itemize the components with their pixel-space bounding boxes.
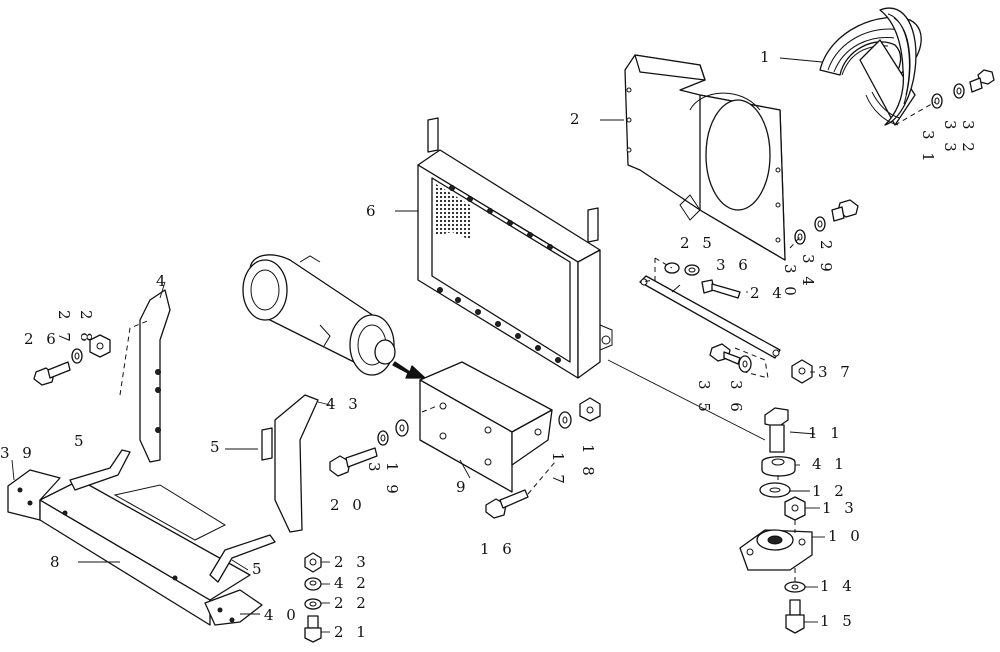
brace-rod: [639, 275, 781, 359]
washer-31: [931, 93, 943, 109]
callout-2: 2: [570, 110, 584, 128]
callout-8: 8: [50, 553, 64, 571]
callout-24: 2 4: [750, 284, 786, 302]
callout-18: 1 8: [579, 444, 597, 480]
callout-42: 4 2: [334, 574, 370, 592]
callout-32: 3 2: [959, 120, 977, 156]
washer-33: [953, 83, 965, 99]
callout-11: 1 1: [808, 424, 844, 442]
washer-36a: [684, 264, 700, 276]
callout-1: 1: [760, 48, 774, 66]
callout-35: 3 5: [695, 380, 713, 416]
callout-22: 2 2: [334, 594, 370, 612]
washer-42: [304, 577, 322, 591]
callout-31: 3 1: [919, 130, 937, 166]
bracket-4: [119, 289, 171, 463]
strap-5b: [209, 534, 276, 583]
shroud-part: [624, 54, 786, 261]
strap-5a: [69, 449, 131, 491]
callout-36b: 3 6: [727, 380, 745, 416]
callout-14: 1 4: [820, 577, 856, 595]
callout-34: 3 4: [799, 254, 817, 290]
washer-17: [558, 411, 572, 429]
nut-18: [579, 397, 601, 422]
callout-40: 4 0: [264, 606, 300, 624]
callout-5c: 5: [252, 560, 266, 578]
nut-37: [791, 359, 813, 384]
callout-12: 1 2: [812, 482, 848, 500]
nut-23: [304, 552, 322, 573]
bolt-32: [969, 69, 995, 93]
bolt-26: [33, 361, 71, 386]
washer-30: [794, 229, 806, 245]
washer-3: [377, 430, 389, 446]
callout-20: 2 0: [330, 496, 366, 514]
bolt-29: [831, 199, 859, 222]
callout-27: 2 7: [55, 310, 73, 346]
callout-3: 3: [365, 462, 383, 476]
callout-16: 1 6: [480, 540, 516, 558]
washer-19: [395, 419, 409, 437]
callout-4: 4: [156, 272, 170, 290]
leader-lines: [11, 57, 825, 633]
callout-21: 2 1: [334, 623, 370, 641]
callout-17: 1 7: [549, 452, 567, 488]
bolt-15: [785, 599, 805, 634]
bolt-16: [485, 461, 556, 519]
callout-19: 1 9: [383, 462, 401, 498]
nut-13: [784, 496, 806, 521]
callout-5a: 5: [210, 438, 224, 456]
callout-33: 3 3: [941, 120, 959, 156]
fan-ring-part: [819, 7, 922, 126]
bolt-24: [701, 279, 741, 299]
washer-41: [761, 456, 796, 477]
oil-cooler-part: [242, 254, 396, 376]
callout-10: 1 0: [828, 527, 864, 545]
assembly-lines: [421, 101, 936, 582]
callout-labels: 1 2 3 2 3 3 3 1 6 2 9 3 4 3 0 2 5 3 6 2 …: [0, 48, 977, 641]
washer-14: [784, 581, 806, 593]
washer-36b: [738, 355, 752, 373]
callout-43: 4 3: [326, 395, 362, 413]
washer-22: [304, 598, 322, 610]
plate-43: [261, 394, 319, 533]
callout-29: 2 9: [817, 240, 835, 276]
callout-15: 1 5: [820, 612, 856, 630]
callout-39: 3 9: [0, 444, 36, 462]
bolt-21: [304, 615, 322, 643]
callout-26: 2 6: [24, 330, 60, 348]
nut-28: [89, 334, 111, 358]
callout-37: 3 7: [818, 363, 854, 381]
callout-28: 2 8: [77, 310, 95, 346]
callout-5b: 5: [74, 432, 88, 450]
base-frame-8: [7, 469, 263, 626]
callout-30: 3 0: [781, 264, 799, 300]
bolt-11: [764, 407, 789, 453]
bracket-9: [419, 361, 553, 493]
bolt-20: [329, 447, 378, 477]
washer-27: [71, 348, 83, 364]
callout-6: 6: [366, 202, 380, 220]
bolt-35: [709, 343, 741, 365]
mount-10: [739, 529, 813, 571]
washer-12: [759, 482, 791, 498]
callout-23: 2 3: [334, 553, 370, 571]
callout-41: 4 1: [812, 455, 848, 473]
callout-25: 2 5: [680, 234, 716, 252]
callout-13: 1 3: [822, 499, 858, 517]
callout-36a: 3 6: [716, 256, 752, 274]
washer-34: [814, 216, 826, 232]
flow-arrow: [392, 361, 426, 379]
radiator-part: [417, 117, 613, 379]
callout-9: 9: [456, 478, 470, 496]
